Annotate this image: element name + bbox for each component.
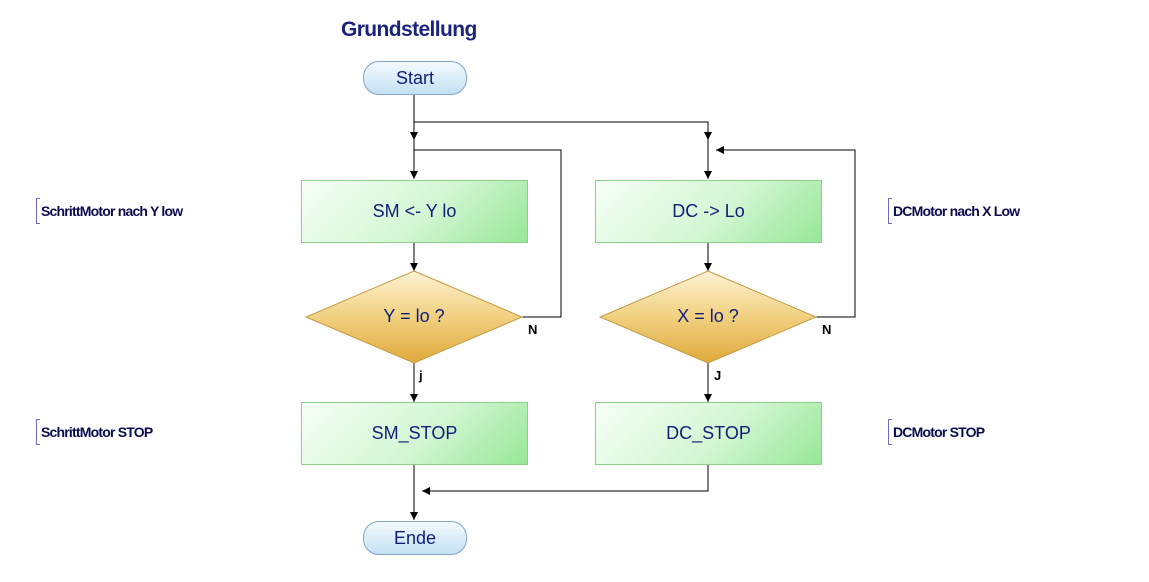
right-stop-box[interactable]: DC_STOP [595, 402, 822, 465]
right-process-box[interactable]: DC -> Lo [595, 180, 822, 243]
right-decision-label: X = lo ? [677, 306, 739, 326]
connector-right-stop-to-join [422, 464, 709, 495]
right-no-branch-label: N [822, 322, 832, 337]
connector-right-decision-no-loop [716, 146, 856, 318]
right-yes-branch-label: J [714, 368, 722, 383]
left-decision-label: Y = lo ? [383, 306, 445, 326]
connector-left-decision-no-loop [414, 149, 562, 318]
start-terminal[interactable]: Start [363, 61, 467, 95]
left-process-label: SM <- Y lo [372, 201, 457, 221]
comment-left-process: SchrittMotor nach Y low [36, 198, 183, 224]
left-stop-label: SM_STOP [371, 423, 458, 443]
comment-right-process: DCMotor nach X Low [888, 198, 1020, 224]
start-label: Start [395, 67, 434, 88]
connector-split-to-right-branch [414, 121, 712, 140]
end-terminal[interactable]: Ende [363, 521, 467, 555]
left-decision-shape [304, 270, 524, 364]
right-stop-label: DC_STOP [666, 423, 751, 443]
end-label: Ende [393, 527, 437, 548]
left-no-branch-label: N [528, 322, 538, 337]
left-stop-box[interactable]: SM_STOP [301, 402, 528, 465]
right-process-label: DC -> Lo [672, 201, 745, 221]
diagram-title: Grundstellung [341, 18, 477, 41]
comment-right-stop: DCMotor STOP [888, 419, 985, 445]
comment-left-stop: SchrittMotor STOP [36, 419, 153, 445]
left-yes-branch-label: j [419, 368, 423, 383]
left-process-box[interactable]: SM <- Y lo [301, 180, 528, 243]
right-decision-shape [598, 270, 818, 364]
